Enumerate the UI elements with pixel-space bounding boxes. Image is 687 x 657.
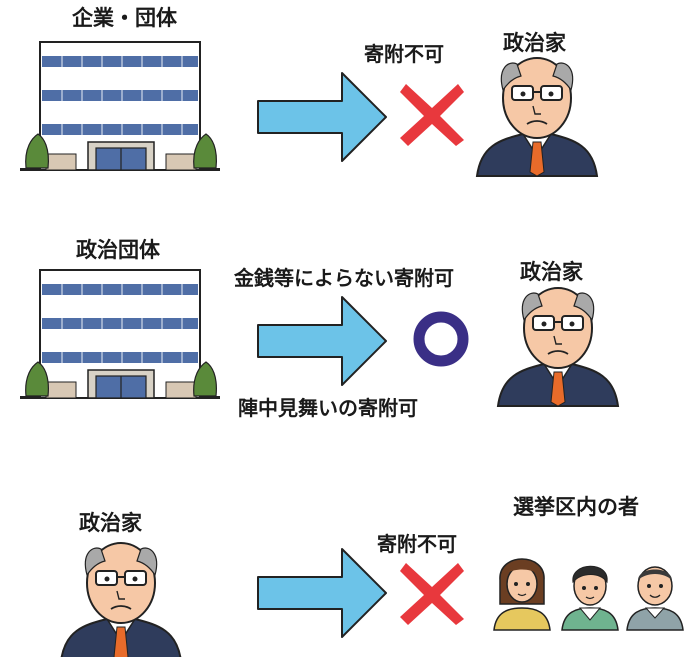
arrow-icon [257, 296, 387, 386]
cross-mark-icon [400, 84, 464, 146]
arrow-icon [257, 548, 387, 638]
cross-mark-icon [400, 563, 464, 625]
constituents-icon [493, 558, 684, 631]
office-building-icon [19, 269, 221, 400]
office-building-icon [19, 41, 221, 172]
target-label: 政治家 [503, 31, 566, 55]
target-label: 選挙区内の者 [513, 495, 639, 519]
circle-mark-icon [413, 311, 469, 367]
verdict-label: 寄附不可 [377, 532, 457, 556]
source-label: 政治団体 [76, 238, 160, 262]
verdict-sub-label: 陣中見舞いの寄附可 [238, 396, 418, 420]
arrow-icon [257, 72, 387, 162]
politician-icon [476, 57, 598, 177]
source-label: 政治家 [79, 511, 142, 535]
verdict-label: 寄附不可 [364, 42, 444, 66]
target-label: 政治家 [520, 260, 583, 284]
politician-icon [60, 542, 182, 657]
politician-icon [497, 287, 619, 407]
source-label: 企業・団体 [72, 6, 177, 30]
verdict-label: 金銭等によらない寄附可 [234, 266, 454, 290]
